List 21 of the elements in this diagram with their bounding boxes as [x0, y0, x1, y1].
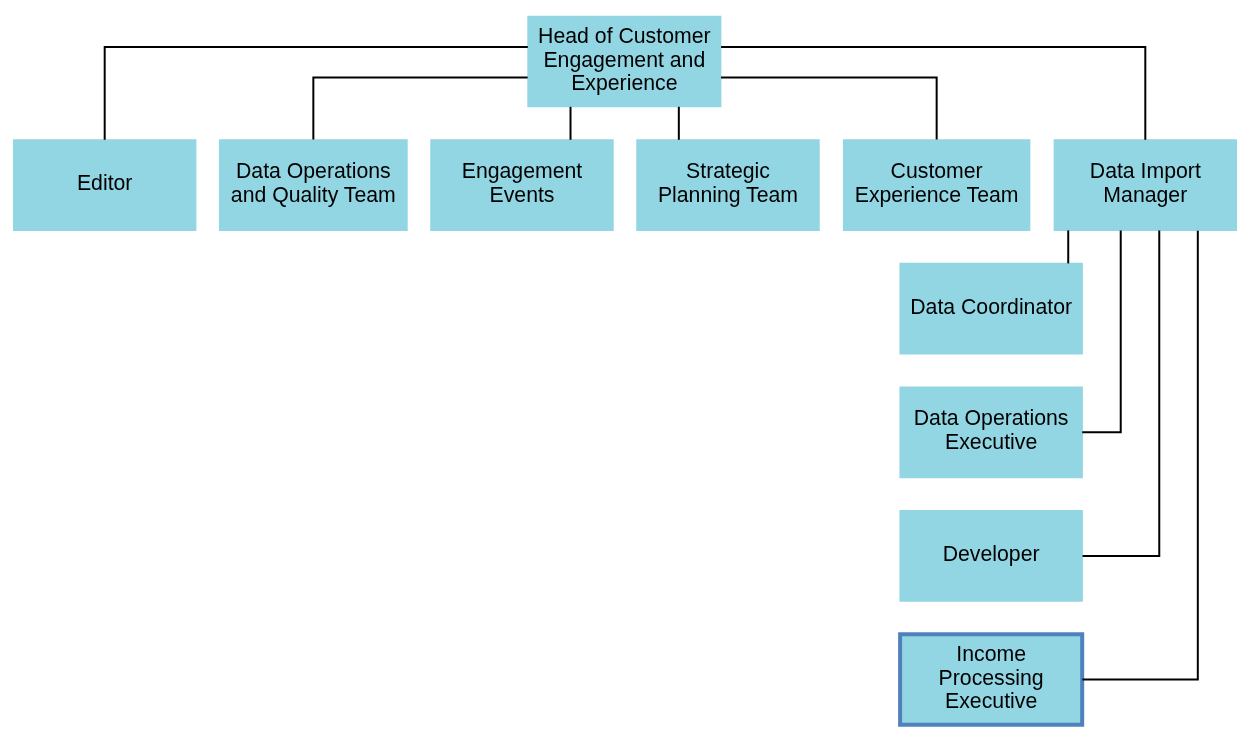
node-box: Head of Customer Engagement and Experience: [527, 15, 722, 107]
connector: [312, 75, 529, 140]
node-box: Data Import Manager: [1053, 138, 1237, 231]
connector: [1081, 229, 1161, 557]
node-box: Engagement Events: [430, 138, 614, 231]
connector: [1067, 228, 1070, 264]
node-box: Customer Experience Team: [842, 138, 1031, 231]
node-box: Editor: [13, 138, 197, 231]
node-box: Data Operations and Quality Team: [219, 138, 408, 231]
node-box: Developer: [899, 509, 1083, 602]
connector: [1081, 228, 1122, 433]
connector: [677, 105, 680, 141]
connector: [720, 45, 1147, 141]
node-box: Data Operations Executive: [899, 385, 1083, 478]
connector: [569, 105, 572, 141]
node-box: Strategic Planning Team: [636, 138, 820, 231]
connector: [1081, 229, 1199, 680]
connector: [720, 75, 938, 140]
node-box: Income Processing Executive: [898, 631, 1085, 727]
connector: [103, 45, 529, 141]
node-box: Data Coordinator: [899, 262, 1083, 355]
